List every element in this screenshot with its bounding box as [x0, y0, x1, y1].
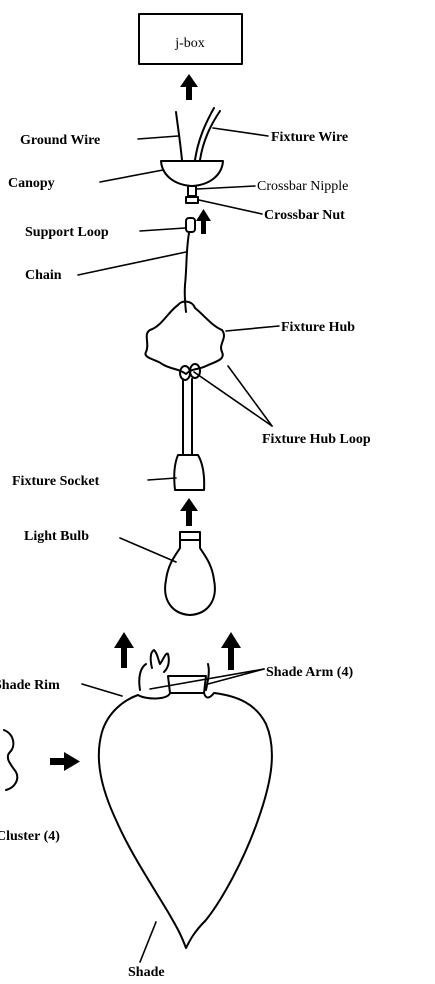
shade-arm-left-shape — [138, 663, 147, 691]
fixture-hub-shape — [144, 300, 225, 375]
fixture-socket-leader — [147, 477, 177, 481]
crossbar-nut-label: Crossbar Nut — [264, 208, 345, 223]
arrow-up-icon-bulb — [180, 498, 198, 526]
shade-body-shape — [97, 692, 273, 949]
shade-leader — [139, 921, 157, 963]
arrow-right-icon-cluster — [50, 752, 80, 771]
chain-label: Chain — [25, 268, 62, 283]
light-bulb-label: Light Bulb — [24, 529, 89, 544]
light-bulb-shape — [164, 531, 216, 616]
fixture-hub-loop-leader-b — [227, 365, 273, 427]
fixture-hub-loop-leader-a — [193, 371, 273, 427]
support-loop-shape — [185, 217, 196, 233]
jbox-box — [138, 13, 243, 65]
crossbar-nut-leader — [198, 199, 263, 215]
arrow-up-icon-support — [196, 209, 211, 234]
shade-arm-label: Shade Arm (4) — [266, 665, 353, 680]
fixture-socket-label: Fixture Socket — [12, 474, 100, 489]
canopy-leader — [99, 169, 164, 183]
crossbar-nipple-leader — [196, 185, 256, 190]
cluster-shape — [3, 729, 19, 791]
jbox-label: j-box — [174, 36, 205, 51]
shade-arm-leader-b — [207, 668, 265, 685]
shade-rim-label: Shade Rim — [0, 678, 60, 693]
canopy-shape — [160, 160, 224, 187]
shade-label: Shade — [128, 965, 165, 980]
arrow-up-icon-shade-left — [114, 632, 134, 668]
fixture-wire-label: Fixture Wire — [271, 130, 348, 145]
canopy-label: Canopy — [8, 176, 55, 191]
crossbar-nipple-label: Crossbar Nipple — [257, 179, 348, 194]
support-loop-leader — [139, 227, 186, 232]
ground-wire-leader — [137, 135, 179, 140]
arrow-up-icon-shade-right — [221, 632, 241, 670]
light-bulb-leader — [119, 537, 177, 563]
fixture-hub-loop-label: Fixture Hub Loop — [262, 432, 371, 447]
crossbar-nipple-shape — [187, 185, 197, 197]
shade-arm-right-shape — [205, 663, 210, 691]
cluster-label: Cluster (4) — [0, 829, 60, 844]
arrow-up-icon-jbox — [180, 74, 198, 100]
fixture-hub-label: Fixture Hub — [281, 320, 355, 335]
fixture-socket-shape — [173, 454, 206, 491]
hub-loop-right-shape — [189, 363, 201, 379]
ground-wire-shape — [175, 111, 183, 161]
support-loop-label: Support Loop — [25, 225, 109, 240]
shade-arm-leader-a — [149, 668, 265, 690]
fixture-wire-leader — [212, 127, 269, 137]
fixture-hub-leader — [225, 325, 280, 332]
fixture-wire-shape-b — [199, 110, 221, 161]
fixture-wire-shape-a — [194, 107, 215, 161]
hub-stem-shape — [182, 378, 193, 456]
crossbar-nut-shape — [185, 196, 199, 204]
shade-arm-cluster-shape — [149, 649, 170, 673]
chain-leader — [77, 251, 187, 276]
shade-rim-leader — [81, 683, 123, 697]
chain-shape — [183, 232, 190, 313]
ground-wire-label: Ground Wire — [20, 133, 100, 148]
